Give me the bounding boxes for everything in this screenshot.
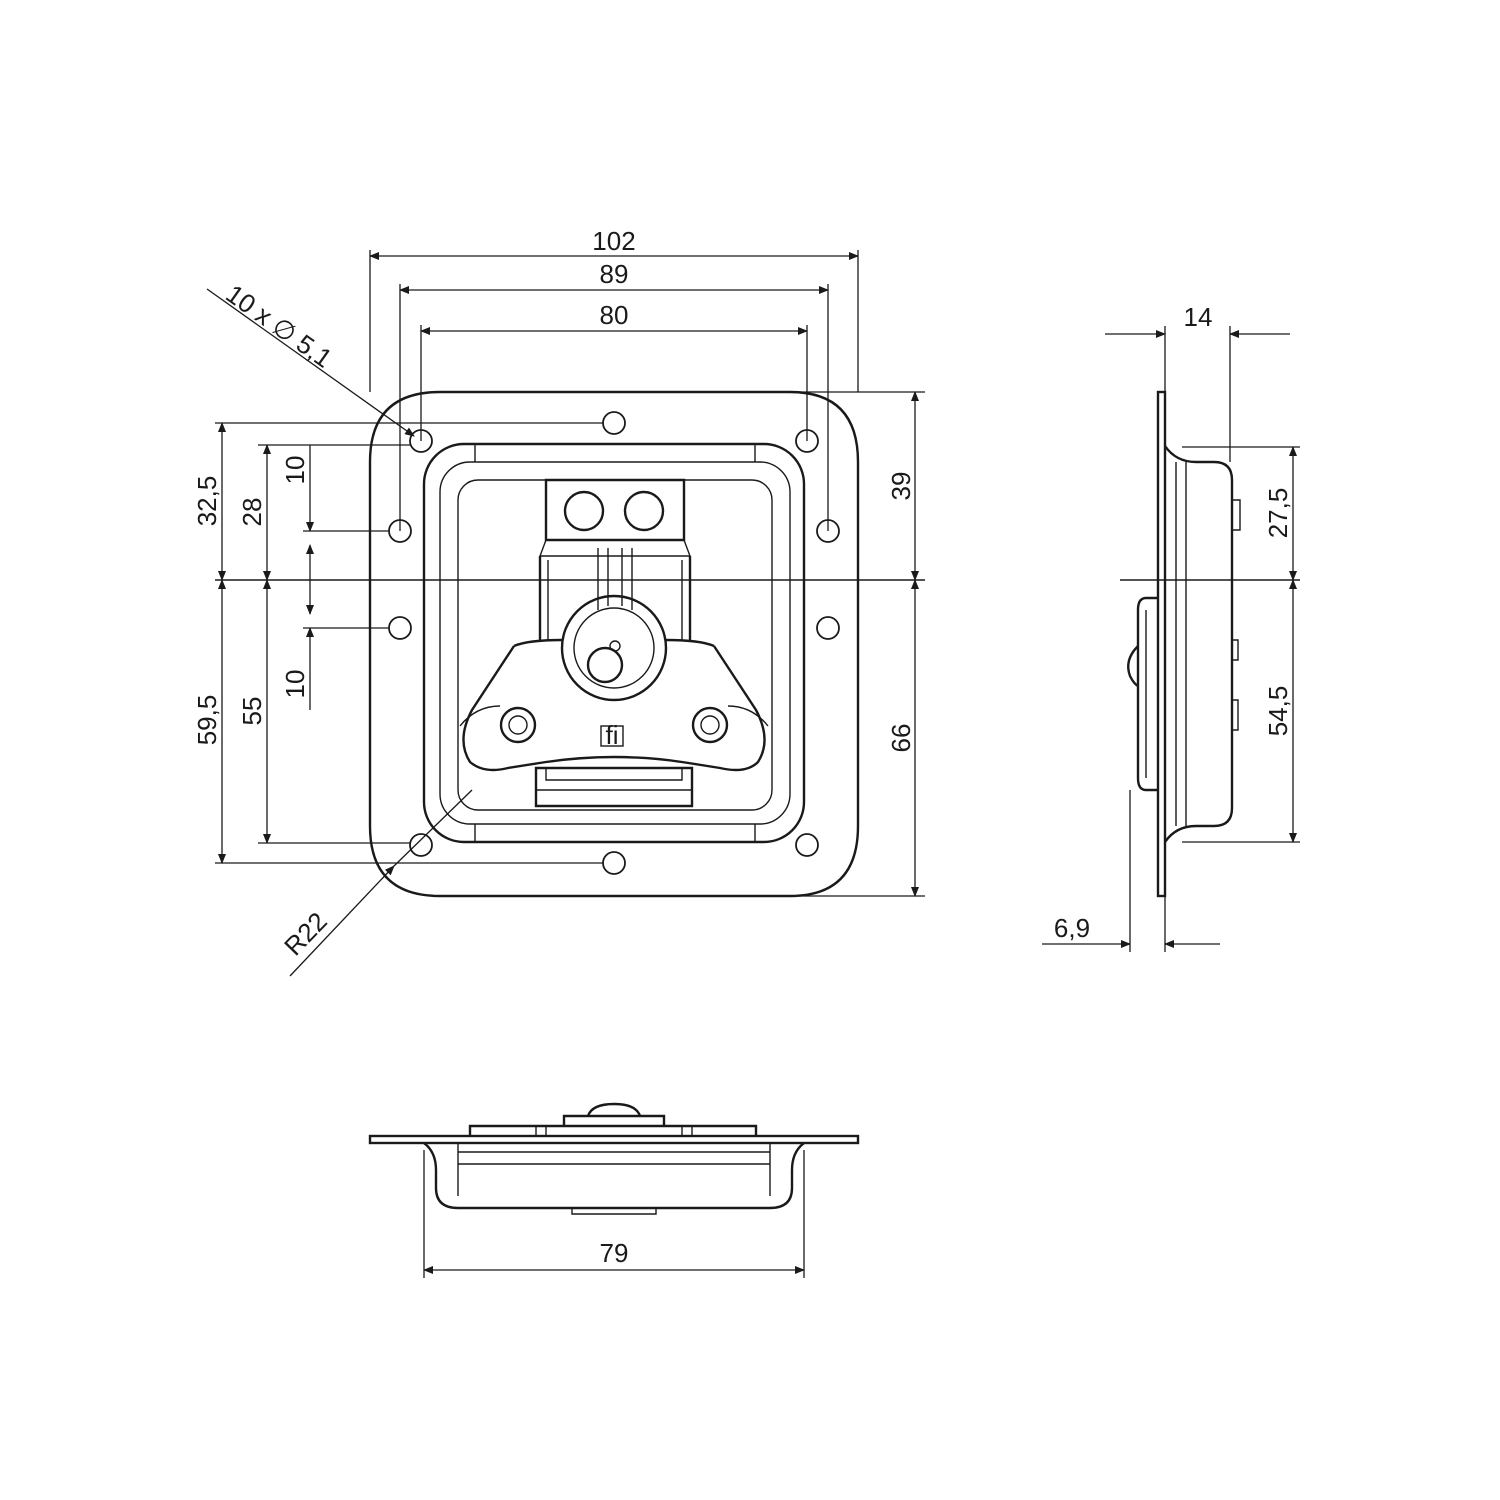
hole bbox=[816, 616, 840, 640]
latch-mechanism: fi bbox=[459, 478, 769, 808]
label-bottom-width: 79 bbox=[600, 1238, 629, 1268]
bottom-dish-profile bbox=[423, 1142, 805, 1210]
side-latch-protrusion bbox=[1136, 596, 1158, 792]
radius-leader: R22 bbox=[278, 789, 473, 977]
side-flange-plate bbox=[1156, 390, 1167, 898]
hole bbox=[388, 616, 412, 640]
dim-hole-spacing-inner: 80 bbox=[420, 300, 808, 441]
label-overall-width: 102 bbox=[592, 226, 635, 256]
brand-logo-text: fi bbox=[606, 720, 619, 750]
bottom-flange-plate bbox=[368, 1134, 860, 1145]
dish-mid bbox=[439, 461, 791, 825]
label-top-mid: 28 bbox=[237, 498, 267, 527]
side-dish-profile bbox=[1164, 445, 1234, 843]
label-side-lower: 54,5 bbox=[1263, 686, 1293, 737]
label-side-upper: 27,5 bbox=[1263, 488, 1293, 539]
butterfly-handle bbox=[462, 638, 766, 772]
brand-logo bbox=[600, 725, 624, 747]
label-top-small: 10 bbox=[280, 456, 310, 485]
hinge-bar bbox=[534, 766, 694, 808]
latch-body bbox=[538, 556, 692, 640]
hole bbox=[795, 833, 819, 857]
bottom-view: 79 bbox=[368, 1102, 860, 1278]
label-right-lower: 66 bbox=[886, 724, 916, 753]
label-right-upper: 39 bbox=[886, 472, 916, 501]
label-bottom-small: 10 bbox=[280, 670, 310, 699]
label-holes-note: 10 x ∅ 5,1 bbox=[221, 278, 338, 373]
dim-hole-spacing-outer: 89 bbox=[399, 259, 829, 531]
keeper-hole-left bbox=[563, 490, 605, 532]
label-hole-spacing-outer: 89 bbox=[600, 259, 629, 289]
handle-rivet-left bbox=[499, 706, 537, 744]
bottom-latch-top bbox=[468, 1124, 758, 1136]
handle-rivet-right bbox=[691, 706, 729, 744]
front-view: fi 102 89 80 10 x ∅ 5,1 bbox=[192, 226, 925, 977]
hole bbox=[409, 833, 433, 857]
dish-inner bbox=[457, 479, 773, 811]
pivot-outer bbox=[560, 594, 668, 702]
pivot-pin bbox=[586, 646, 624, 684]
label-top-total: 32,5 bbox=[192, 476, 222, 527]
right-dimensions: 39 66 bbox=[770, 391, 925, 897]
hole bbox=[602, 411, 626, 435]
left-dimensions: 32,5 28 10 10 55 59,5 bbox=[192, 422, 603, 864]
keeper-hole-right bbox=[623, 490, 665, 532]
holes-leader: 10 x ∅ 5,1 bbox=[206, 278, 415, 437]
label-radius: R22 bbox=[278, 906, 333, 961]
label-hole-spacing-inner: 80 bbox=[600, 300, 629, 330]
label-side-flange: 6,9 bbox=[1054, 913, 1090, 943]
flange-outline bbox=[368, 390, 860, 898]
label-bottom-total: 59,5 bbox=[192, 695, 222, 746]
label-bottom-mid: 55 bbox=[237, 697, 267, 726]
side-view: 14 6,9 27,5 54,5 bbox=[1042, 302, 1300, 952]
hole bbox=[602, 851, 626, 875]
label-side-depth: 14 bbox=[1184, 302, 1213, 332]
dish-outer bbox=[422, 442, 806, 844]
pivot-inner bbox=[573, 607, 655, 689]
pivot-dot bbox=[609, 640, 621, 652]
dim-overall-width: 102 bbox=[369, 226, 859, 392]
